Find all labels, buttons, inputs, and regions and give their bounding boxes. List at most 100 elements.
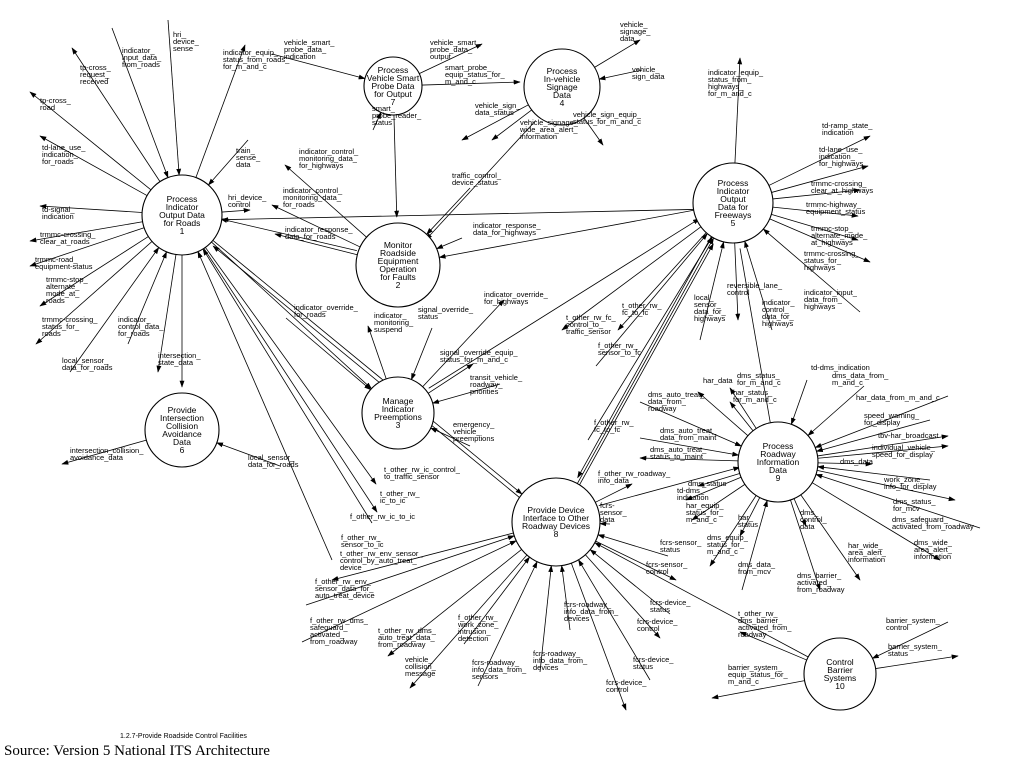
flow-label-line: for_display [864,418,901,427]
flow-label-line: m_and_c [728,677,759,686]
flow-arrow [284,164,367,238]
process-circle-p8[interactable] [511,477,601,567]
flow-label: td-ramp_state_indication [822,121,873,137]
flow-label-line: indicator_ [374,311,407,320]
flow-arrow [35,241,153,345]
flow-label-line: roads [46,296,65,305]
flow-label-line: roadway [648,404,677,413]
flow-label-line: sensor_data_for_ [315,584,374,593]
process-link-p1-p5 [221,209,694,223]
process-circle-p9[interactable] [737,421,819,503]
flow-label-line: control_ [762,305,790,314]
process-label-line: Provide Device [527,505,584,515]
flow-label-line: clear_at_highways [811,186,873,195]
process-circle-p3[interactable] [361,376,435,450]
flow-label-line: avoidance_data [70,453,124,462]
flow-label-line: dms_data_ [738,560,776,569]
flow-label-line: highways [694,314,726,323]
process-label-line: Output Data [159,210,205,220]
flow-arrow [409,554,528,689]
process-circle-p5[interactable] [692,162,774,244]
flow-label: trmmc-crossing_clear_at_highways [811,179,873,195]
flow-label: smart_probe_equip_status_for_m_and_c [445,63,505,86]
flow-label: t_other_rw_dms_barrier_activated_from_ro… [738,609,792,639]
flow-label-line: for_mcv [893,504,920,513]
flow-arrow [734,57,743,164]
flow-label-line: vehicle_smart_ [284,38,335,47]
flow-arrow [639,401,742,447]
process-circle-p7[interactable] [363,56,423,116]
flow-label-line: data [600,515,615,524]
flow-label-line: devices [564,614,590,623]
flow-label-line: device [340,563,362,572]
flow-arrow [461,104,529,141]
process-label-line: Systems [824,673,857,683]
flow-label-line: area_alert_ [914,545,953,554]
flow-label-line: info_data [598,476,630,485]
process-label-line: 3 [396,420,401,430]
flow-label-line: data [620,34,635,43]
flow-arrow [477,561,538,687]
diagram-caption: 1.2.7-Provide Roadside Control Facilitie… [120,733,247,740]
flow-label-line: t_other_rw_ [380,489,420,498]
process-label-line: Information [757,457,800,467]
flow-label-line: roadway [738,630,767,639]
flow-arrow [69,246,160,373]
process-circle-p4[interactable] [523,48,601,126]
process-link-p10-p8 [594,542,809,658]
flow-label: dms_equip_status_for_m_and_c [707,533,749,556]
flow-label-line: data [800,522,815,531]
flow-arrow [431,383,501,404]
flow-label-line: intersection_collision_ [70,446,144,455]
flow-arrow [697,473,740,487]
flow-label: tp-cross_road [40,96,72,112]
flow-label: vehicle_sign_equip_status_for_m_and_c [573,110,642,126]
flow-label-line: data_from_ [804,295,843,304]
flow-label: dms_data_from_m_and_c [832,371,889,387]
flow-label: indicator_response_data_for_roads [285,225,353,241]
flow-label-line: har_ [738,513,754,522]
flow-label-line: status [633,662,653,671]
flow-label: fcrs-device_status [633,655,674,671]
flow-label: dms_auto_treat_data_from_maint [660,426,717,442]
flow-arrow [202,248,373,524]
process-circle-p2[interactable] [355,222,441,308]
flow-label-line: indication [284,52,316,61]
flow-label-line: t_other_rw_ [622,301,662,310]
flow-arrow [772,206,859,218]
flow-label-line: emergency_ [453,420,495,429]
process-circle-p1[interactable] [141,174,223,256]
flow-label-line: fc_to_fc [622,308,649,317]
flow-label-line: activated_ [310,630,345,639]
flow-arrow [274,233,358,256]
process-label-line: Data [173,437,191,447]
flow-label-line: t_other_rw_ [738,609,778,618]
flow-label-line: indication_ [819,152,856,161]
flow-arrow [387,549,522,657]
process-label-line: for Output [374,89,412,99]
flow-label-line: smart_probe_ [445,63,492,72]
flow-label: f_other_rw_sensor_to_fc [598,341,641,357]
flow-label: hri_device_control [228,193,267,209]
process-label-line: 4 [560,98,565,108]
flow-arrow [29,227,145,267]
flow-arrow [156,254,177,373]
flow-label-line: indicator_response_ [285,225,353,234]
flow-label-line: information [914,552,951,561]
process-label-line: 8 [554,529,559,539]
flow-label: work_zone_info_for_display [883,475,937,491]
flow-arrow [578,559,651,681]
flow-label: emergency_vehicle_preemptions [453,420,495,443]
flow-label: dms_safeguard_activated_from_roadway [892,515,974,531]
process-label-line: Process [378,65,409,75]
flow-label-line: from_mcv [738,567,771,576]
flow-label-line: probe_data_ [430,45,473,54]
flow-label-line: speed_for_display [872,450,933,459]
process-circle-p6[interactable] [144,392,220,468]
flow-label-line: sense [173,44,193,53]
flow-label-line: vehicle_signage_ [520,118,579,127]
process-circle-p10[interactable] [803,637,877,711]
